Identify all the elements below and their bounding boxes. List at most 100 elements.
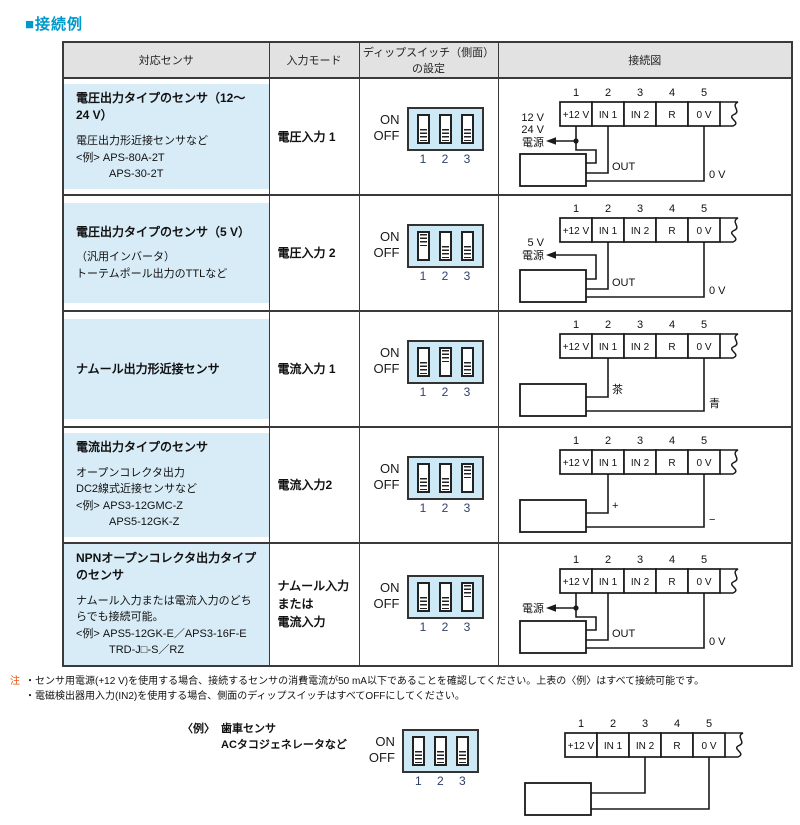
- terminal-number: 3: [637, 319, 643, 331]
- dip-on-label: ON: [380, 112, 400, 127]
- input-mode-cell: ナムール入力 または 電流入力: [268, 542, 360, 667]
- dip-num-3: 3: [463, 268, 471, 283]
- sensor-cell: 電圧出力タイプのセンサ（5 V） （汎用インバータ） トーテムポール出力のTTL…: [62, 194, 270, 312]
- terminal-label: 0 V: [696, 110, 711, 121]
- terminal-number: 5: [701, 435, 707, 447]
- dip-switch-3: [460, 581, 474, 612]
- dip-cell: ON OFF 1 2 3: [358, 77, 499, 196]
- power-label: 電源: [522, 248, 544, 262]
- terminal-number: 5: [706, 718, 712, 730]
- dip-switch-1: [411, 735, 425, 766]
- table-row: 電圧出力タイプのセンサ（12～24 V） 電圧出力形近接センサなど <例> AP…: [62, 77, 793, 196]
- cable-break-icon: [719, 100, 739, 127]
- terminal-label: IN 1: [599, 226, 618, 237]
- input-mode-cell: 電流入力2: [268, 426, 360, 544]
- dip-off-label: OFF: [373, 595, 400, 611]
- dip-num-2: 2: [437, 773, 444, 788]
- sensor-title: 電圧出力タイプのセンサ（5 V）: [76, 224, 251, 239]
- dip-switch: ON OFF 1 2 3: [369, 728, 479, 788]
- cable-break-icon: [719, 449, 739, 475]
- wire-label-out: OUT: [612, 628, 636, 640]
- terminal-number: 3: [637, 203, 643, 215]
- diagram-cell: 1 2 3 4 5 +12 V IN 1 IN 2 R 0 V: [497, 426, 793, 544]
- table-row: ナムール出力形近接センサ 電流入力 1 ON OFF: [62, 310, 793, 428]
- wiring: + −: [518, 474, 715, 533]
- input-mode-label: 電流入力2: [277, 478, 333, 492]
- dip-switch-2: [438, 581, 452, 612]
- terminal-strip: 1 2 3 4 5 +12 V IN 1 IN 2 R 0 V: [564, 718, 744, 758]
- dip-switch-3: [455, 735, 469, 766]
- header-dip-setting: ディップスイッチ（側面）の設定: [358, 41, 499, 79]
- terminal-strip: 1 2 3 4 5 +12 V IN 1 IN 2 R 0 V: [558, 435, 739, 475]
- terminal-label: IN 1: [599, 577, 618, 588]
- dip-num-3: 3: [463, 500, 471, 515]
- input-mode-label: 電流入力 1: [277, 362, 336, 376]
- terminal-number: 3: [637, 87, 643, 99]
- dip-off-label: OFF: [373, 128, 400, 143]
- terminal-label: 0 V: [702, 741, 717, 752]
- terminal-number: 2: [610, 718, 616, 730]
- dip-num-2: 2: [441, 268, 449, 283]
- terminal-label: IN 2: [631, 458, 650, 469]
- dip-onoff-labels: ON OFF: [374, 229, 400, 261]
- dip-onoff-labels: ON OFF: [369, 734, 395, 766]
- header-diagram: 接続図: [497, 41, 793, 79]
- terminal-strip: 1 2 3 4 5 +12 V IN 1 IN 2 R 0 V: [558, 554, 739, 595]
- dip-switch-2: [438, 462, 452, 493]
- dip-switch: ON OFF 1 2 3: [360, 107, 498, 166]
- dip-switch-1: [416, 462, 430, 493]
- wire-label-0v: 青: [709, 397, 720, 410]
- terminal-label: +12 V: [563, 342, 590, 353]
- input-mode-label: 電圧入力 1: [277, 129, 336, 144]
- terminal-number: 2: [605, 435, 611, 447]
- terminal-label: IN 2: [636, 741, 655, 752]
- dip-switch-1: [416, 346, 430, 377]
- terminal-number: 1: [573, 203, 579, 215]
- input-mode-label: 電圧入力 2: [277, 246, 336, 260]
- dip-num-1: 1: [419, 152, 427, 166]
- terminal-number: 5: [701, 554, 707, 566]
- power-label: 24 V: [521, 124, 544, 136]
- terminal-label: IN 1: [599, 342, 618, 353]
- dip-num-2: 2: [441, 384, 449, 399]
- terminal-label: +12 V: [563, 577, 590, 588]
- diagram-cell: 1 2 3 4 5 +12 V IN 1 IN 2 R 0 V: [497, 542, 793, 667]
- dip-off-label: OFF: [373, 244, 400, 260]
- power-label: 電源: [522, 135, 544, 149]
- sensor-title: 電流出力タイプのセンサ: [76, 440, 209, 455]
- input-mode-cell: 電流入力 1: [268, 310, 360, 428]
- dip-switch-numbers: 1 2 3: [407, 152, 484, 166]
- wiring: [524, 756, 711, 816]
- dip-on-label: ON: [375, 733, 395, 749]
- terminal-label: 0 V: [696, 342, 711, 353]
- dip-num-2: 2: [441, 152, 449, 166]
- terminal-number: 3: [637, 554, 643, 566]
- input-mode-label: ナムール入力 または 電流入力: [277, 579, 350, 630]
- terminal-number: 1: [573, 87, 579, 99]
- wire-label-in1: 茶: [612, 383, 623, 396]
- dip-switch-3: [460, 346, 474, 377]
- dip-switch-body: [401, 728, 479, 773]
- connection-diagram: 1 2 3 4 5 +12 V IN 1 IN 2 R 0 V: [518, 435, 739, 533]
- terminal-label: IN 1: [599, 110, 618, 121]
- dip-onoff-labels: ON OFF: [374, 345, 400, 377]
- example-label: 〈例〉: [182, 722, 215, 735]
- wire-label-0v: 0 V: [709, 169, 726, 181]
- footnotes: 注 ・センサ用電源(+12 V)を使用する場合、接続するセンサの消費電流が50 …: [10, 674, 800, 705]
- dip-switch-3: [460, 114, 474, 144]
- dip-switch-2: [438, 114, 452, 144]
- terminal-number: 4: [669, 435, 675, 447]
- diagram-cell: 1 2 3 4 5 +12 V IN 1 IN 2 R 0 V: [497, 194, 793, 312]
- wiring: 電源 OUT 0 V: [518, 593, 726, 655]
- power-label: 電源: [522, 601, 544, 615]
- dip-switch-1: [416, 114, 430, 144]
- terminal-number: 1: [578, 718, 584, 730]
- terminal-number: 1: [573, 319, 579, 331]
- sensor-cell: NPNオープンコレクタ出力タイプのセンサ ナムール入力または電流入力のどちらでも…: [62, 542, 270, 667]
- terminal-number: 3: [642, 718, 648, 730]
- dip-switch-body: [406, 107, 484, 151]
- sensor-box: [518, 152, 587, 187]
- dip-off-label: OFF: [368, 749, 395, 765]
- wire-label-plus: +: [612, 500, 618, 512]
- dip-switch-numbers: 1 2 3: [407, 385, 484, 399]
